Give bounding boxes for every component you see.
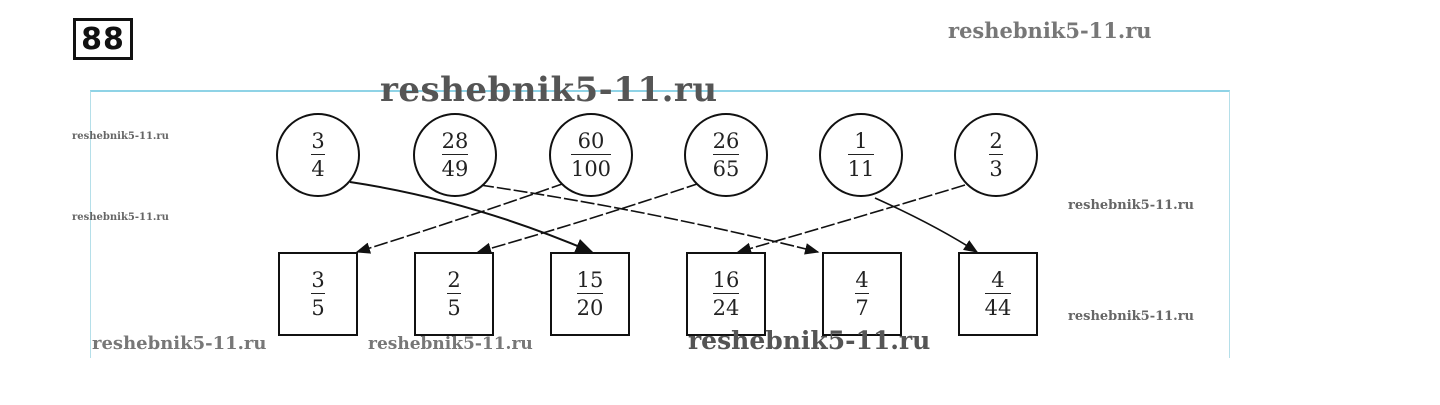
denominator: 4 <box>311 157 325 181</box>
watermark: reshebnik5-11.ru <box>1068 198 1195 213</box>
arrow-2-3-to-16-24 <box>736 184 966 254</box>
fraction-bar <box>311 293 325 294</box>
square-fraction: 3 5 <box>278 252 358 336</box>
fraction: 60 100 <box>570 128 612 181</box>
circle-fraction: 26 65 <box>684 113 768 197</box>
fraction-bar <box>984 293 1012 294</box>
denominator: 5 <box>447 296 461 320</box>
fraction-bar <box>570 154 612 155</box>
denominator: 20 <box>576 296 604 320</box>
watermark: reshebnik5-11.ru <box>380 70 718 110</box>
numerator: 60 <box>577 128 605 153</box>
arrow-3-4-to-15-20 <box>349 181 594 253</box>
square-fraction: 4 44 <box>958 252 1038 336</box>
numerator: 3 <box>311 128 325 153</box>
numerator: 2 <box>989 128 1003 153</box>
square-fraction: 2 5 <box>414 252 494 336</box>
watermark: reshebnik5-11.ru <box>688 326 931 355</box>
fraction: 4 7 <box>855 269 869 319</box>
watermark: reshebnik5-11.ru <box>948 18 1152 43</box>
figure-frame <box>90 90 1230 358</box>
numerator: 4 <box>855 267 869 292</box>
numerator: 26 <box>712 128 740 153</box>
denominator: 3 <box>989 157 1003 181</box>
fraction-bar <box>576 293 604 294</box>
circle-fraction: 2 3 <box>954 113 1038 197</box>
denominator: 7 <box>855 296 869 320</box>
numerator: 3 <box>311 267 325 292</box>
watermark: reshebnik5-11.ru <box>72 212 169 223</box>
fraction: 26 65 <box>712 128 740 181</box>
arrow-60-100-to-3-5 <box>355 182 566 254</box>
numerator: 1 <box>854 128 868 153</box>
square-fraction: 4 7 <box>822 252 902 336</box>
fraction: 3 5 <box>311 269 325 319</box>
fraction-bar <box>447 293 461 294</box>
fraction-bar <box>712 293 740 294</box>
numerator: 16 <box>712 267 740 292</box>
fraction-bar <box>989 154 1003 155</box>
numerator: 28 <box>441 128 469 153</box>
fraction: 15 20 <box>576 267 604 320</box>
denominator: 11 <box>847 157 875 181</box>
numerator: 4 <box>991 267 1005 292</box>
watermark: reshebnik5-11.ru <box>1068 309 1195 324</box>
fraction: 2 3 <box>989 130 1003 180</box>
fraction: 1 11 <box>847 128 875 181</box>
fraction-bar <box>855 293 869 294</box>
fraction-bar <box>712 154 740 155</box>
circle-fraction: 28 49 <box>413 113 497 197</box>
denominator: 100 <box>570 157 612 181</box>
watermark: reshebnik5-11.ru <box>368 334 533 354</box>
circle-fraction: 3 4 <box>276 113 360 197</box>
fraction-bar <box>441 154 469 155</box>
watermark: reshebnik5-11.ru <box>72 131 169 142</box>
fraction-bar <box>847 154 875 155</box>
denominator: 44 <box>984 296 1012 320</box>
square-fraction: 15 20 <box>550 252 630 336</box>
arrow-26-65-to-2-5 <box>476 182 701 254</box>
square-fraction: 16 24 <box>686 252 766 336</box>
numerator: 2 <box>447 267 461 292</box>
denominator: 65 <box>712 157 740 181</box>
fraction: 3 4 <box>311 130 325 180</box>
fraction: 16 24 <box>712 267 740 320</box>
numerator: 15 <box>576 267 604 292</box>
circle-fraction: 60 100 <box>549 113 633 197</box>
arrow-1-11-to-4-44 <box>874 197 979 253</box>
fraction: 28 49 <box>441 128 469 181</box>
problem-number: 88 <box>73 18 133 60</box>
fraction-bar <box>311 154 325 155</box>
denominator: 5 <box>311 296 325 320</box>
denominator: 24 <box>712 296 740 320</box>
circle-fraction: 1 11 <box>819 113 903 197</box>
fraction: 2 5 <box>447 269 461 319</box>
fraction: 4 44 <box>984 267 1012 320</box>
watermark: reshebnik5-11.ru <box>92 333 267 354</box>
denominator: 49 <box>441 157 469 181</box>
